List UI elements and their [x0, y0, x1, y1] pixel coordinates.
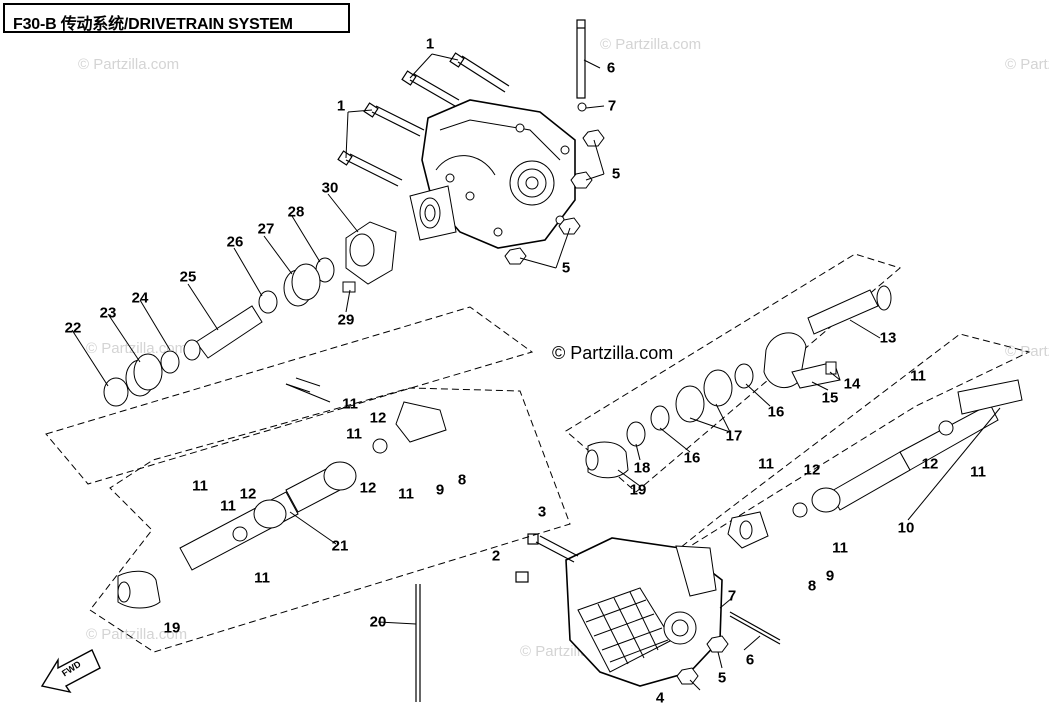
callout-12: 12 [921, 455, 939, 473]
callout-15: 15 [821, 389, 839, 407]
callout-13: 13 [879, 329, 897, 347]
bolt [337, 52, 510, 187]
watermark-center: © Partzilla.com [552, 343, 674, 363]
callout-28: 28 [287, 203, 305, 221]
callout-17: 17 [725, 427, 743, 445]
callout-20: 20 [369, 613, 387, 631]
callout-19: 19 [629, 481, 647, 499]
leader-lines [71, 53, 1001, 691]
diagram-title: F30-B 传动系统/DRIVETRAIN SYSTEM [13, 16, 293, 33]
watermark: © Partzilla.com [86, 626, 188, 643]
watermark: © Partzilla.com [600, 36, 702, 53]
callout-11: 11 [346, 425, 362, 443]
front-differential [565, 537, 729, 687]
callout-23: 23 [99, 304, 117, 322]
callout-11: 11 [970, 463, 986, 481]
callout-4: 4 [655, 689, 665, 707]
propeller-shaft [117, 401, 447, 609]
callout-11: 11 [398, 485, 414, 503]
callout-11: 11 [342, 395, 358, 413]
callout-14: 14 [843, 375, 861, 393]
callout-2: 2 [491, 547, 501, 565]
callout-10: 10 [897, 519, 915, 537]
callout-18: 18 [633, 459, 651, 477]
callout-24: 24 [131, 289, 149, 307]
callout-19: 19 [163, 619, 181, 637]
callout-8: 8 [457, 471, 467, 489]
callout-29: 29 [337, 311, 355, 329]
callout-21: 21 [331, 537, 349, 555]
callout-26: 26 [226, 233, 244, 251]
callout-27: 27 [257, 220, 275, 238]
callout-5: 5 [717, 669, 727, 687]
bolt [415, 533, 781, 702]
callout-6: 6 [606, 59, 616, 77]
callout-16: 16 [767, 403, 785, 421]
callout-6: 6 [745, 651, 755, 669]
callout-7: 7 [607, 97, 617, 115]
watermark: © Partzilla.com [1005, 56, 1049, 73]
callout-12: 12 [239, 485, 257, 503]
callout-30: 30 [321, 179, 339, 197]
callout-22: 22 [64, 319, 82, 337]
callout-25: 25 [179, 268, 197, 286]
callout-5: 5 [611, 165, 621, 183]
bearing-set [103, 257, 335, 407]
propeller-shaft [727, 379, 1023, 549]
callout-11: 11 [832, 539, 848, 557]
callout-9: 9 [435, 481, 445, 499]
callout-12: 12 [359, 479, 377, 497]
callout-12: 12 [803, 461, 821, 479]
callout-3: 3 [537, 503, 547, 521]
callout-1: 1 [336, 97, 346, 115]
title-box: F30-B 传动系统/DRIVETRAIN SYSTEM [3, 3, 350, 33]
callout-11: 11 [254, 569, 270, 587]
callout-11: 11 [220, 497, 236, 515]
callout-11: 11 [192, 477, 208, 495]
callout-8: 8 [807, 577, 817, 595]
break-mark [285, 377, 331, 403]
flange [342, 221, 397, 293]
output-shaft [585, 285, 892, 479]
rear-differential [409, 99, 576, 249]
callout-1: 1 [425, 35, 435, 53]
nut [504, 102, 605, 265]
callout-11: 11 [758, 455, 774, 473]
callout-7: 7 [727, 587, 737, 605]
callout-16: 16 [683, 449, 701, 467]
shaft [576, 19, 586, 99]
callout-11: 11 [910, 367, 926, 385]
watermark: © Partzilla.com [78, 56, 180, 73]
group-frame [45, 253, 1031, 653]
callout-9: 9 [825, 567, 835, 585]
callout-12: 12 [369, 409, 387, 427]
watermark: © Partzilla.com [86, 340, 188, 357]
fwd-arrow [40, 649, 101, 694]
callout-5: 5 [561, 259, 571, 277]
